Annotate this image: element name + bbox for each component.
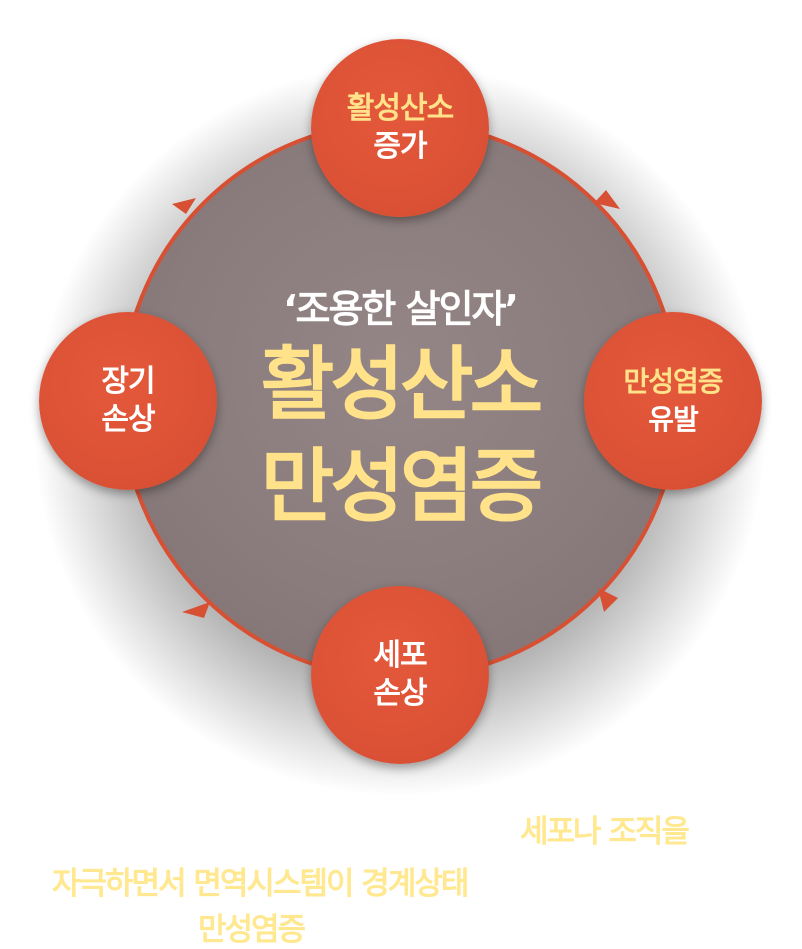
center-subtitle: ‘조용한 살인자’ xyxy=(283,287,519,331)
arrow-top-right-icon xyxy=(594,190,620,209)
node-left-line1: 장기 xyxy=(101,364,155,399)
caption-line2: 자극하면서 면역시스템이 경계상태 xyxy=(52,866,469,902)
node-bottom-line2: 손상 xyxy=(373,676,427,711)
node-bottom: 세포 손상 xyxy=(311,586,489,764)
node-right-line1: 만성염증 xyxy=(623,365,723,398)
node-top-line2: 증가 xyxy=(373,129,427,164)
center-title-line1: 활성산소 xyxy=(260,338,543,431)
center-title-line2: 만성염증 xyxy=(260,440,543,533)
arrow-bottom-right-icon xyxy=(598,588,618,612)
node-right-line2: 유발 xyxy=(648,403,699,436)
node-left-line2: 손상 xyxy=(101,402,155,437)
caption-line1: 세포나 조직을 xyxy=(520,814,690,850)
node-top-line1: 활성산소 xyxy=(346,91,454,126)
node-top: 활성산소 증가 xyxy=(311,39,489,217)
caption-line3: 만성염증 xyxy=(198,912,306,948)
node-left: 장기 손상 xyxy=(39,312,217,490)
node-bottom-line1: 세포 xyxy=(373,638,427,673)
node-right: 만성염증 유발 xyxy=(584,312,762,490)
arrow-bottom-left-icon xyxy=(182,602,210,618)
arrow-top-left-icon xyxy=(172,198,196,214)
